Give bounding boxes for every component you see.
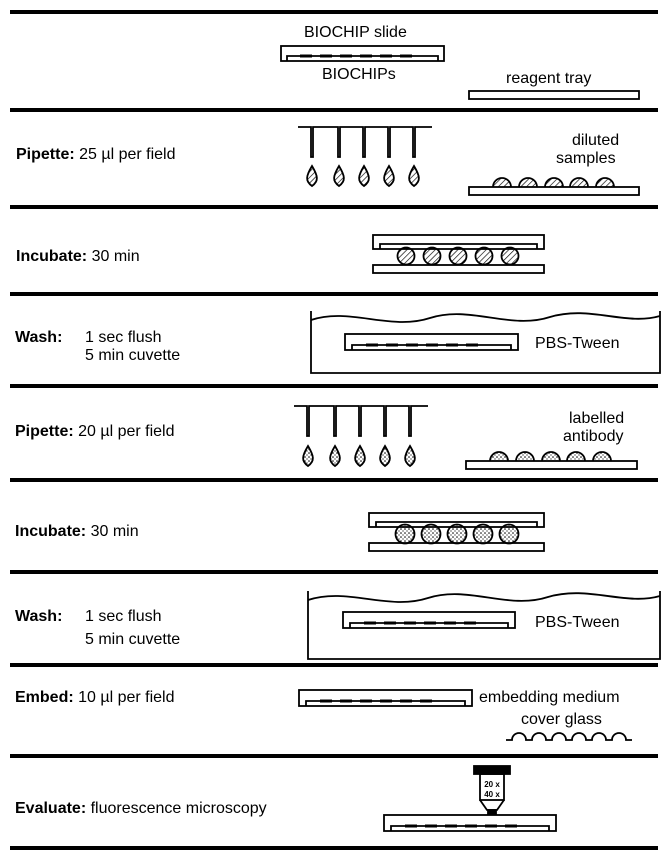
divider	[10, 384, 658, 388]
divider	[10, 205, 658, 209]
labelled-antibody-label: labelled	[569, 410, 625, 427]
divider	[10, 754, 658, 758]
step-detail: 5 min cuvette	[85, 347, 181, 364]
step-wash: Wash:	[15, 328, 62, 348]
reagent-tray-label: reagent tray	[506, 70, 592, 87]
wash-cuvette	[307, 591, 661, 660]
buffer-label: PBS-Tween	[535, 614, 620, 631]
step-action: Wash:	[15, 608, 63, 625]
divider	[10, 292, 658, 296]
step-detail: fluorescence microscopy	[90, 800, 267, 817]
embedding-medium-label: embedding medium	[479, 689, 620, 706]
step-detail: 1 sec flush	[85, 608, 162, 625]
labelled-antibody-label: antibody	[563, 428, 624, 445]
step-detail: 25 µl per field	[79, 146, 176, 163]
biochip-slide-label: BIOCHIP slide	[304, 24, 407, 41]
step-action: Pipette:	[15, 423, 74, 440]
diluted-samples-label: diluted	[572, 132, 620, 149]
step-incubate-samples: Incubate: 30 min	[16, 247, 140, 267]
incubation-assembly-antibody	[368, 512, 545, 552]
divider	[10, 478, 658, 482]
step-detail: 1 sec flush	[85, 329, 162, 346]
reagent-tray	[468, 90, 640, 100]
step-action: Pipette:	[16, 146, 75, 163]
step-incubate-antibody: Incubate: 30 min	[15, 522, 139, 542]
magnification-label: 40 x	[484, 790, 500, 799]
step-pipette-samples: Pipette: 25 µl per field	[16, 145, 176, 165]
divider	[10, 663, 658, 667]
incubation-assembly-samples	[372, 234, 545, 274]
diluted-samples-label: samples	[556, 150, 616, 167]
pipette-tips	[294, 405, 428, 437]
step-detail: 30 min	[91, 248, 140, 265]
pipette-tips	[298, 126, 432, 158]
divider	[10, 10, 658, 14]
step-action: Evaluate:	[15, 800, 87, 817]
divider	[10, 570, 658, 574]
reagent-tray-with-antibody	[465, 451, 638, 470]
cover-glass-label: cover glass	[521, 711, 602, 728]
step-action: Incubate:	[15, 523, 87, 540]
magnification-label: 20 x	[484, 780, 500, 789]
step-action: Incubate:	[16, 248, 88, 265]
step-action: Embed:	[15, 689, 74, 706]
divider	[10, 108, 658, 112]
antibody-drops	[302, 444, 416, 468]
divider	[10, 846, 658, 850]
buffer-label: PBS-Tween	[535, 335, 620, 352]
biochip-slide	[280, 45, 445, 62]
step-detail: 30 min	[90, 523, 139, 540]
sample-drops	[306, 164, 420, 188]
step-evaluate: Evaluate: fluorescence microscopy	[15, 799, 267, 819]
wash-cuvette	[310, 311, 661, 374]
biochips-label: BIOCHIPs	[322, 66, 396, 83]
step-pipette-antibody: Pipette: 20 µl per field	[15, 422, 175, 442]
evaluation-slide	[383, 814, 557, 832]
embedding-slide	[298, 689, 473, 707]
step-detail: 5 min cuvette	[85, 631, 181, 648]
step-wash: Wash:	[15, 607, 62, 627]
step-action: Wash:	[15, 329, 63, 346]
cover-glass-with-medium	[506, 732, 632, 741]
step-detail: 10 µl per field	[78, 689, 175, 706]
reagent-tray-with-samples	[468, 177, 640, 196]
step-detail: 20 µl per field	[78, 423, 175, 440]
step-embed: Embed: 10 µl per field	[15, 688, 175, 708]
microscope-objective	[473, 765, 511, 815]
